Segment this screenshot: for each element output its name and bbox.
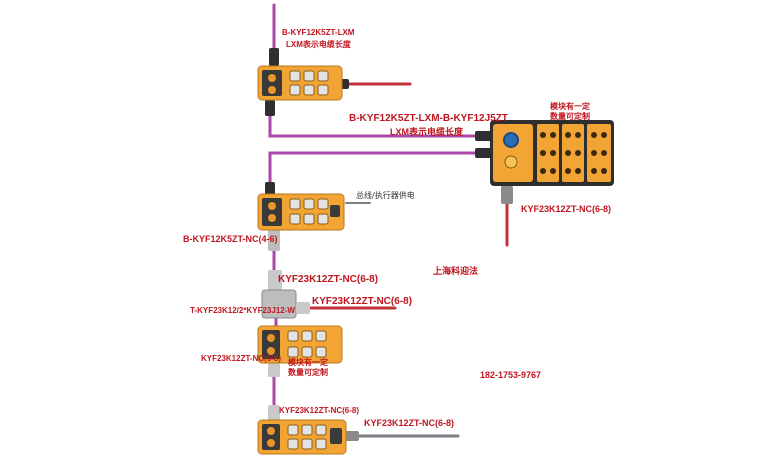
label-long-cable-note: LXM表示电缆长度 — [390, 127, 463, 137]
label-company: 上海科迎法 — [433, 266, 479, 276]
connector-right-in-1 — [475, 131, 493, 141]
connector-top — [269, 48, 279, 66]
connector-right-in-2 — [475, 148, 493, 158]
label-module3-note-2: 数量可定制 — [288, 368, 328, 377]
connector-tee-top — [268, 270, 282, 290]
label-right-module-note-2: 数量可定制 — [550, 112, 590, 121]
label-right-module-cable: KYF23K12ZT-NC(6-8) — [521, 204, 612, 214]
connector-right-bottom — [501, 186, 513, 204]
module-2 — [257, 193, 345, 231]
label-bus-power: 总线/执行器供电 — [356, 191, 415, 200]
label-module4-top-cable: KYF23K12ZT-NC(6-8) — [279, 406, 360, 415]
connector-tee-right — [296, 302, 310, 314]
label-module3-note-1: 模块有一定 — [288, 358, 328, 367]
connector-module3-bottom — [268, 363, 280, 377]
connector-module1-bottom — [265, 100, 275, 116]
module-4 — [257, 419, 347, 455]
module-right — [490, 120, 614, 186]
label-mid-cable: B-KYF12K5ZT-NC(4-6) — [183, 234, 278, 244]
label-top-cable: B-KYF12K5ZT-LXM — [282, 28, 355, 37]
cable-long-purple-2 — [268, 151, 482, 198]
connector-module2-bottom — [268, 229, 280, 251]
label-tee-part: T-KYF23K12/2*KYF23J12-W — [190, 306, 295, 315]
module-3 — [257, 325, 343, 364]
module-1 — [257, 65, 343, 101]
connector-module2-top — [265, 182, 275, 196]
connector-module4-right — [345, 431, 359, 441]
connector-module4-top — [268, 405, 280, 421]
label-right-module-note-1: 模块有一定 — [550, 102, 590, 111]
label-tee-top: KYF23K12ZT-NC(6-8) — [278, 274, 379, 285]
connectors — [261, 48, 513, 441]
label-module4-right-cable: KYF23K12ZT-NC(6-8) — [364, 418, 455, 428]
label-top-cable-note: LXM表示电缆长度 — [286, 40, 351, 49]
label-long-cable: B-KYF12K5ZT-LXM-B-KYF12J5ZT — [349, 113, 508, 124]
label-module3-cable: KYF23K12ZT-NC(6-8) — [201, 354, 282, 363]
label-tee-branch: KYF23K12ZT-NC(6-8) — [312, 296, 413, 307]
label-phone: 182-1753-9767 — [480, 370, 542, 380]
